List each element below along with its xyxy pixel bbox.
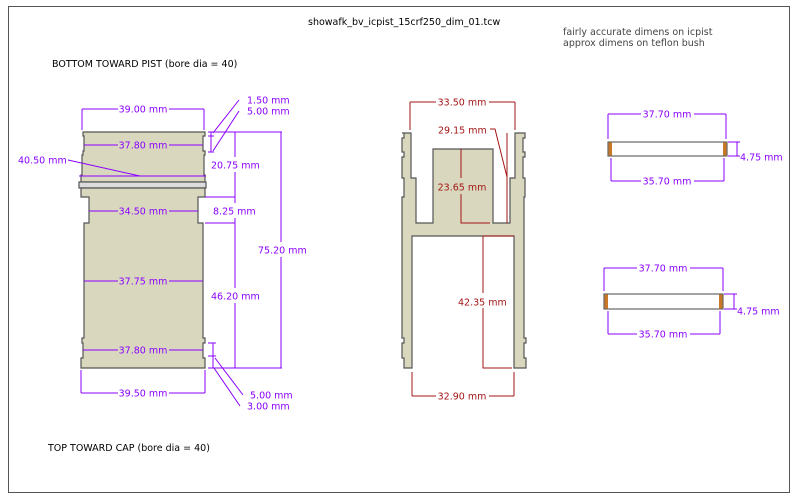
dim-body-height: 46.20 mm	[211, 292, 260, 303]
drawing-border	[8, 6, 790, 493]
dim-upper-height: 20.75 mm	[211, 161, 260, 172]
bush-cap-right	[723, 142, 727, 156]
dim-top-step: 1.50 mm	[247, 96, 290, 107]
dim-outer-top: 33.50 mm	[438, 98, 487, 109]
drawing-title: showafk_bv_icpist_15crf250_dim_01.tcw	[308, 17, 501, 28]
piston-profile	[78, 131, 207, 369]
teflon-bush-1	[607, 113, 740, 182]
bush1-outer: 37.70 mm	[643, 110, 692, 121]
note-line-2: approx dimens on teflon bush	[563, 38, 705, 49]
dim-bottom-width: 39.50 mm	[119, 389, 168, 400]
piston-ring	[78, 181, 207, 189]
dim-bottom-step: 3.00 mm	[247, 402, 290, 413]
bush1-inner: 35.70 mm	[643, 177, 692, 188]
bush2-outer: 37.70 mm	[639, 264, 688, 275]
dim-total-height: 75.20 mm	[258, 246, 307, 257]
dim-bottom-groove: 37.80 mm	[119, 346, 168, 357]
dim-bottom-groove-height: 5.00 mm	[250, 391, 293, 402]
bush2-height: 4.75 mm	[737, 307, 780, 318]
dim-skirt-height: 42.35 mm	[458, 298, 507, 309]
piston-dimensions	[67, 99, 282, 407]
dim-neck-height: 8.25 mm	[213, 207, 256, 218]
dim-neck: 34.50 mm	[119, 207, 168, 218]
dim-body: 37.75 mm	[119, 277, 168, 288]
bush-cap-left	[608, 142, 612, 156]
dim-top-width: 39.00 mm	[119, 105, 168, 116]
dim-post-height: 23.65 mm	[438, 183, 487, 194]
section-dimensions	[409, 101, 516, 397]
bush2-inner: 35.70 mm	[639, 330, 688, 341]
dim-skirt-width: 32.90 mm	[438, 392, 487, 403]
top-label: TOP TOWARD CAP (bore dia = 40)	[47, 443, 210, 454]
dim-inner-top: 29.15 mm	[438, 126, 487, 137]
dim-top-groove-height: 5.00 mm	[247, 107, 290, 118]
bottom-label: BOTTOM TOWARD PIST (bore dia = 40)	[52, 59, 237, 70]
teflon-bush-2	[603, 267, 737, 335]
bush-cap-left	[604, 294, 608, 309]
dim-ring: 40.50 mm	[18, 156, 67, 167]
bush-cap-right	[719, 294, 723, 309]
bush1-height: 4.75 mm	[740, 153, 783, 164]
dim-top-groove: 37.80 mm	[119, 141, 168, 152]
note-line-1: fairly accurate dimens on icpist	[563, 27, 713, 38]
